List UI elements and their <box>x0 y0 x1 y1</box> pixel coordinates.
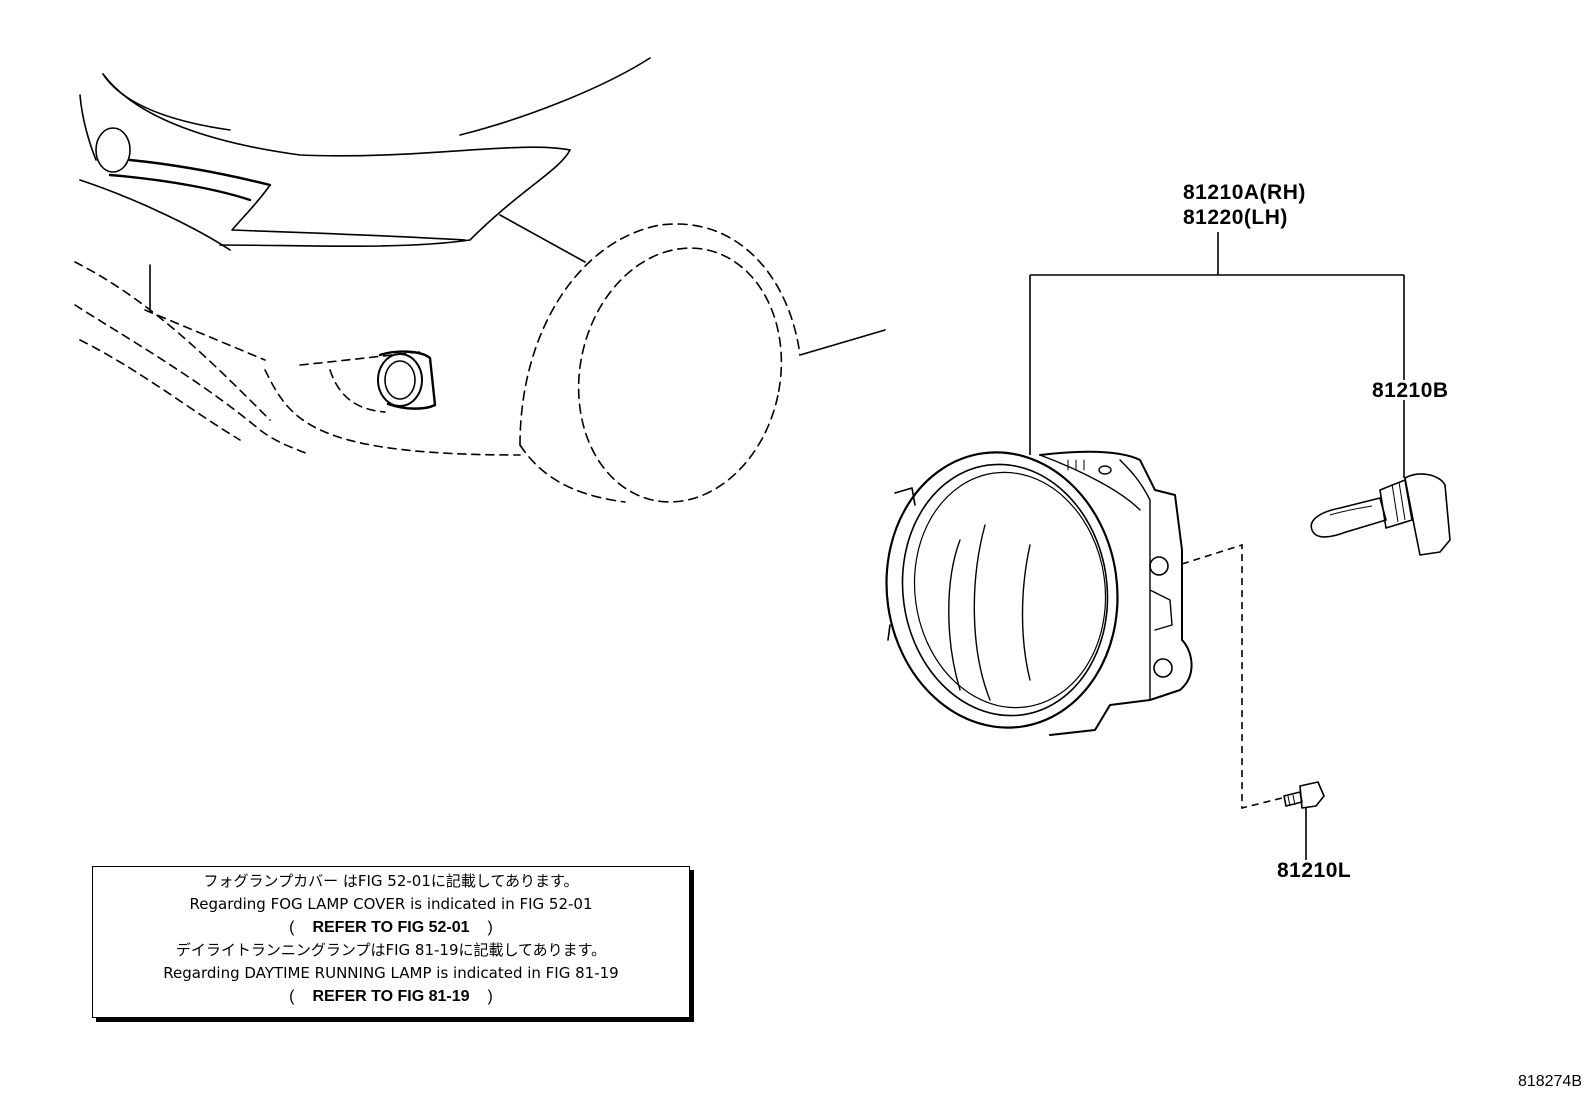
note-line-daytime-running-lamp: Regarding DAYTIME RUNNING LAMP is indica… <box>163 964 619 982</box>
bulb-illustration <box>1310 473 1451 556</box>
part-label-81220-lh: 81220(LH) <box>1183 206 1288 229</box>
screw-illustration <box>1283 781 1325 809</box>
part-label-81210l: 81210L <box>1277 859 1351 882</box>
note-refer-52-01: ( REFER TO FIG 52-01) <box>93 916 689 939</box>
reference-note-box: フォグランプカバー はFIG 52-01に記載してあります。 Regarding… <box>92 866 690 1018</box>
note-line-fog-lamp-cover: Regarding FOG LAMP COVER is indicated in… <box>189 895 593 913</box>
paren-close: ) <box>487 919 493 936</box>
paren-open: ( <box>289 988 295 1005</box>
fog-lamp-assembly-illustration <box>885 450 1193 736</box>
refer-fig-52-01-link[interactable]: REFER TO FIG 52-01 <box>312 919 470 936</box>
figure-id: 818274B <box>1517 1073 1582 1090</box>
leader-lines <box>1029 232 1405 860</box>
refer-fig-81-19-link[interactable]: REFER TO FIG 81-19 <box>312 988 470 1005</box>
note-line-jp-drl: デイライトランニングランプはFIG 81-19に記載してあります。 <box>175 941 607 959</box>
note-refer-81-19: ( REFER TO FIG 81-19) <box>93 985 689 1008</box>
part-label-81210b: 81210B <box>1372 379 1449 402</box>
paren-open: ( <box>289 919 295 936</box>
part-label-81210a-rh: 81210A(RH) <box>1183 181 1306 204</box>
paren-close: ) <box>487 988 493 1005</box>
car-front-illustration <box>74 57 886 503</box>
note-line-jp-fog-cover: フォグランプカバー はFIG 52-01に記載してあります。 <box>203 872 579 890</box>
